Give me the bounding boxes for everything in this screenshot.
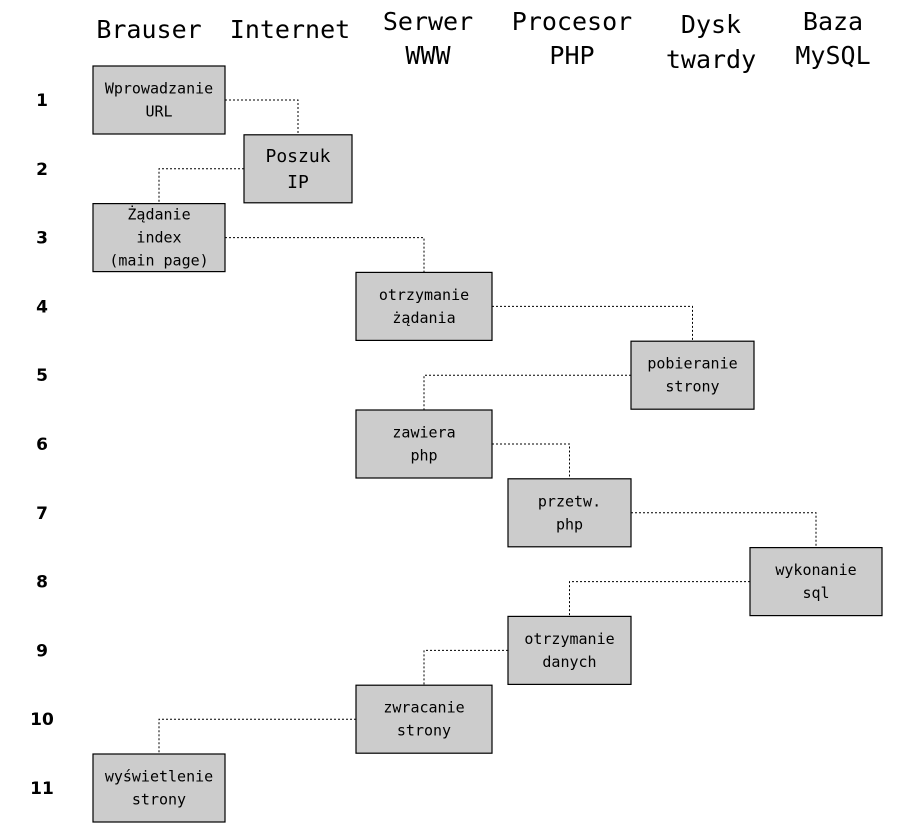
row-label-8: 8 bbox=[36, 573, 48, 593]
row-labels: 1 2 3 4 5 6 7 8 9 10 11 bbox=[30, 91, 54, 799]
step-box-text: strony bbox=[397, 722, 451, 740]
step-box-text: wykonanie bbox=[775, 561, 856, 579]
connector-9-10 bbox=[423, 649, 508, 686]
row-label-3: 3 bbox=[36, 229, 48, 249]
connector-6-7 bbox=[492, 443, 570, 479]
connector-1-2 bbox=[225, 99, 299, 135]
step-box-text: zwracanie bbox=[383, 699, 464, 717]
step-box-text: index bbox=[136, 229, 181, 247]
connector-8-9 bbox=[569, 581, 750, 617]
row-label-4: 4 bbox=[36, 297, 48, 317]
column-header-mysql: Baza bbox=[803, 7, 863, 36]
column-header-browser: Brauser bbox=[96, 15, 201, 44]
step-box-6: zawiera php bbox=[355, 409, 493, 479]
step-box-rect bbox=[92, 753, 226, 823]
step-box-4: otrzymanie żądania bbox=[355, 271, 493, 341]
step-box-5: pobieranie strony bbox=[630, 340, 755, 410]
step-box-8: wykonanie sql bbox=[749, 546, 883, 617]
column-header-internet: Internet bbox=[230, 15, 350, 44]
row-label-6: 6 bbox=[36, 435, 48, 455]
step-box-rect bbox=[749, 546, 883, 617]
row-label-10: 10 bbox=[30, 710, 54, 730]
step-box-text: IP bbox=[287, 172, 309, 193]
step-box-text: (main page) bbox=[109, 252, 208, 270]
step-box-rect bbox=[507, 478, 632, 548]
column-header-mysql: MySQL bbox=[795, 41, 870, 70]
row-label-9: 9 bbox=[36, 641, 48, 661]
step-box-rect bbox=[630, 340, 755, 410]
row-label-2: 2 bbox=[36, 160, 48, 180]
step-box-text: żądania bbox=[392, 309, 455, 327]
step-box-rect bbox=[92, 203, 226, 273]
step-box-text: Wprowadzanie bbox=[105, 80, 213, 98]
row-label-5: 5 bbox=[36, 366, 48, 386]
column-header-disk: twardy bbox=[666, 45, 756, 74]
step-box-11: wyświetlenie strony bbox=[92, 753, 226, 823]
step-box-text: przetw. bbox=[538, 492, 601, 510]
connector-5-6 bbox=[423, 374, 631, 410]
step-box-rect bbox=[507, 615, 632, 686]
connector-7-8 bbox=[631, 512, 817, 548]
step-box-rect bbox=[355, 684, 493, 754]
step-box-text: sql bbox=[802, 584, 829, 602]
connector-3-4 bbox=[225, 237, 425, 273]
step-box-text: danych bbox=[542, 653, 596, 671]
step-box-text: otrzymanie bbox=[524, 630, 614, 648]
step-box-text: strony bbox=[665, 378, 719, 396]
column-header-www: WWW bbox=[405, 41, 451, 70]
column-header-www: Serwer bbox=[383, 7, 473, 36]
step-box-3: Żądanie index (main page) bbox=[92, 203, 226, 273]
column-header-disk: Dysk bbox=[681, 10, 741, 39]
step-box-text: wyświetlenie bbox=[105, 768, 213, 786]
connector-2-3 bbox=[158, 168, 244, 204]
step-box-rect bbox=[355, 271, 493, 341]
step-box-text: php bbox=[556, 515, 583, 533]
step-box-text: Żądanie bbox=[127, 205, 190, 224]
step-box-text: zawiera bbox=[392, 424, 455, 442]
step-box-text: URL bbox=[145, 103, 172, 121]
step-box-7: przetw. php bbox=[507, 478, 632, 548]
step-box-rect bbox=[355, 409, 493, 479]
step-box-9: otrzymanie danych bbox=[507, 615, 632, 686]
connector-layer bbox=[158, 99, 817, 754]
step-box-10: zwracanie strony bbox=[355, 684, 493, 754]
column-header-php: Procesor bbox=[512, 7, 632, 36]
step-box-text: pobieranie bbox=[647, 355, 737, 373]
step-box-text: strony bbox=[132, 791, 186, 809]
row-label-11: 11 bbox=[30, 779, 54, 799]
connector-10-11 bbox=[158, 718, 356, 754]
step-box-text: php bbox=[410, 447, 437, 465]
row-label-7: 7 bbox=[36, 504, 48, 524]
row-label-1: 1 bbox=[36, 91, 48, 111]
step-box-text: Poszuk bbox=[265, 146, 330, 167]
step-box-rect bbox=[243, 134, 353, 204]
step-box-rect bbox=[92, 65, 226, 135]
step-boxes: WprowadzanieURLPoszukIPŻądanieindex(main… bbox=[92, 65, 883, 823]
step-box-text: otrzymanie bbox=[379, 286, 469, 304]
connector-4-5 bbox=[492, 305, 693, 342]
column-header-php: PHP bbox=[549, 41, 594, 70]
